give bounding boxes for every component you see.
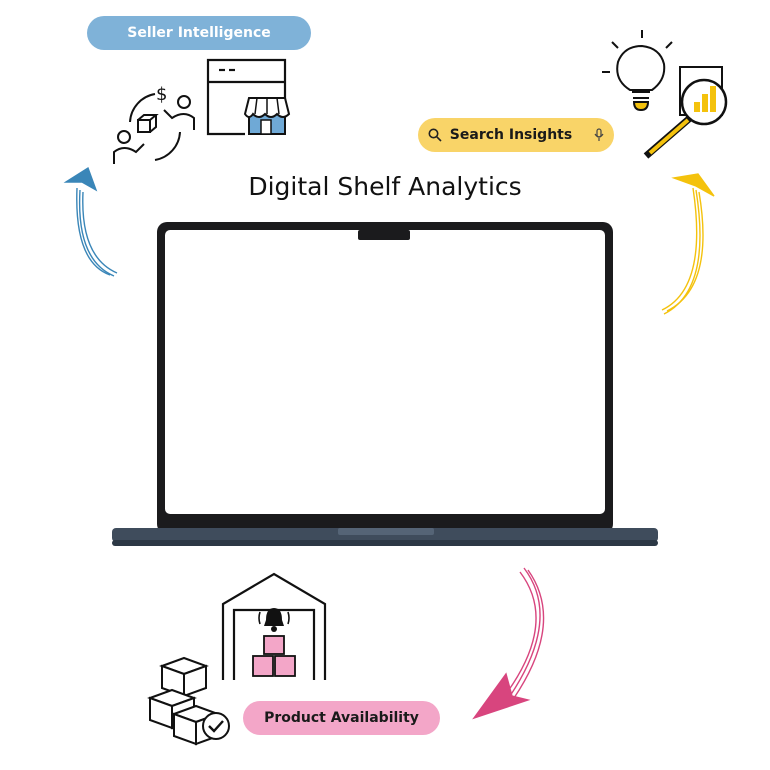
microphone-icon [594,128,604,141]
search-insights-label: Search Insights [449,127,573,143]
laptop-screen [165,230,605,514]
search-arrow [661,173,715,315]
exchange-people-icon: $ [113,84,195,164]
seller-intelligence-label: Seller Intelligence [127,25,271,41]
seller-arrow [63,166,118,277]
lightbulb-icon [602,30,673,112]
search-icon [428,128,442,142]
storefront-window-icon [206,58,291,136]
laptop-illustration [112,222,658,546]
magnifier-chart-icon [643,66,728,159]
warehouse-alert-icon [221,572,327,680]
product-arrow-stroke [472,567,545,720]
product-availability-pill: Product Availability [243,701,440,735]
search-insights-pill: Search Insights [418,118,614,152]
page-title: Digital Shelf Analytics [248,172,522,201]
product-arrow [472,567,545,720]
laptop-notch [358,230,410,240]
seller-intelligence-pill: Seller Intelligence [87,16,311,50]
seller-arrow-stroke [63,166,118,277]
stacked-boxes-check-icon [147,656,230,746]
search-arrow-stroke [661,173,715,315]
svg-text:$: $ [156,84,167,105]
product-availability-label: Product Availability [264,710,419,726]
